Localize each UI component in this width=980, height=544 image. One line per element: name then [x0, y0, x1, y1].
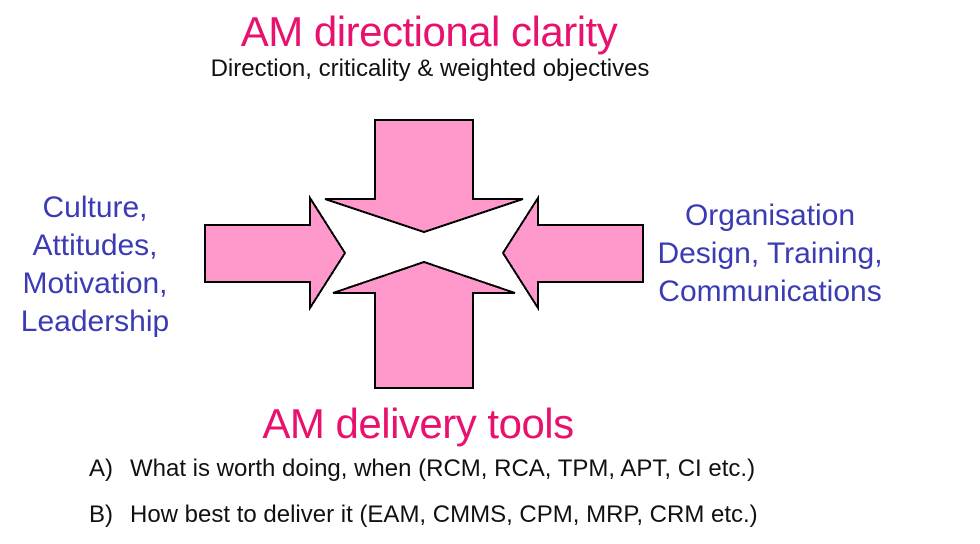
left-label: Culture, Attitudes, Motivation, Leadersh…: [5, 189, 185, 341]
label-line: Motivation,: [22, 267, 168, 300]
list-text: What is worth doing, when (RCM, RCA, TPM…: [130, 455, 756, 482]
arrow-down-icon: [324, 119, 524, 234]
list-marker: B): [89, 501, 113, 528]
label-line: Leadership: [20, 305, 170, 338]
bottom-title: AM delivery tools: [262, 400, 574, 447]
list-text: How best to deliver it (EAM, CMMS, CPM, …: [130, 501, 758, 528]
label-line: Culture,: [42, 191, 148, 224]
arrow-left-icon: [501, 194, 644, 312]
list-marker: A): [89, 455, 113, 482]
label-line: Communications: [658, 275, 882, 308]
list-item-a: A) What is worth doing, when (RCM, RCA, T…: [89, 453, 980, 485]
right-label: Organisation Design, Training, Communica…: [650, 197, 890, 311]
label-line: Attitudes,: [32, 229, 158, 262]
arrow-right-icon: [204, 194, 347, 312]
label-line: Design, Training,: [657, 237, 883, 270]
list-item-b: B) How best to deliver it (EAM, CMMS, CPM…: [89, 499, 980, 531]
subtitle: Direction, criticality & weighted object…: [210, 55, 650, 82]
arrow-up-icon: [332, 260, 516, 389]
label-line: Organisation: [684, 199, 856, 232]
page-title: AM directional clarity: [240, 8, 618, 55]
